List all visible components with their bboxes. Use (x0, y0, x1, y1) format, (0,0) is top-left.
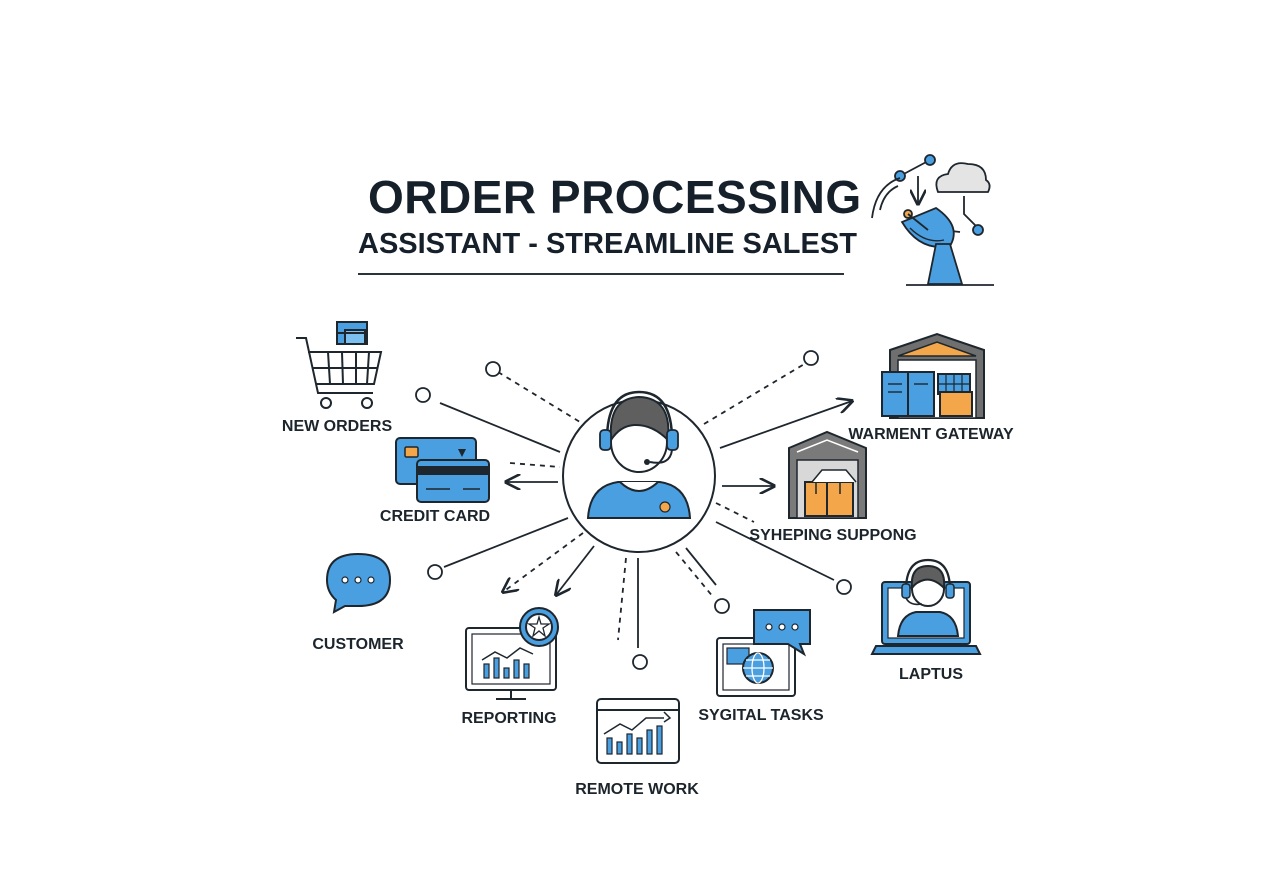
shipping-warehouse-icon (788, 430, 867, 519)
label-shipping: SYHEPING SUPPONG (749, 527, 917, 544)
label-laptus: LAPTUS (899, 666, 963, 683)
connector-remote-dashed (617, 557, 627, 641)
satellite-cloud-network-icon (871, 154, 994, 286)
connector-customer (443, 517, 569, 568)
connector-reporting-arrow (556, 545, 595, 595)
label-sygital-tasks: SYGITAL TASKS (698, 707, 824, 724)
label-credit-card: CREDIT CARD (379, 508, 491, 525)
warehouse-gateway-icon (881, 332, 985, 419)
chat-bubble-icon (325, 552, 392, 614)
node-top-left (485, 361, 501, 377)
connector-dashed-top-right (703, 362, 807, 425)
terminal-nodes (415, 350, 852, 670)
label-reporting: REPORTING (461, 710, 557, 727)
reporting-monitor-icon (465, 607, 559, 700)
credit-card-icon (395, 437, 490, 503)
laptop-agent-icon (870, 558, 982, 655)
node-customer (427, 564, 443, 580)
label-remote-work: REMOTE WORK (575, 781, 699, 798)
connector-dashed-top-left (497, 371, 581, 423)
connector-shipping-dashed (715, 502, 755, 523)
digital-tasks-globe-icon (716, 609, 811, 697)
node-sygital (714, 598, 730, 614)
connector-sygital (685, 547, 717, 586)
shopping-cart-icon (296, 321, 383, 409)
title-divider (358, 273, 844, 275)
support-agent-headset-icon (562, 390, 716, 553)
node-remote (632, 654, 648, 670)
label-customer: CUSTOMER (312, 636, 404, 653)
connectors (439, 362, 852, 648)
page-subtitle: ASSISTANT - STREAMLINE SALEST (358, 228, 857, 260)
connector-reporting-dashed (503, 532, 584, 592)
connector-credit-card-dashed (509, 462, 561, 468)
label-new-orders: NEW ORDERS (281, 418, 393, 435)
node-top-right (803, 350, 819, 366)
node-new-orders (415, 387, 431, 403)
connector-new-orders (439, 402, 561, 453)
label-warment-gateway: WARMENT GATEWAY (848, 426, 1014, 443)
connector-gateway-arrow (719, 401, 852, 449)
page-title: ORDER PROCESSING (368, 171, 862, 223)
remote-work-browser-icon (596, 698, 680, 764)
node-laptus (836, 579, 852, 595)
connector-laptus (715, 521, 835, 581)
